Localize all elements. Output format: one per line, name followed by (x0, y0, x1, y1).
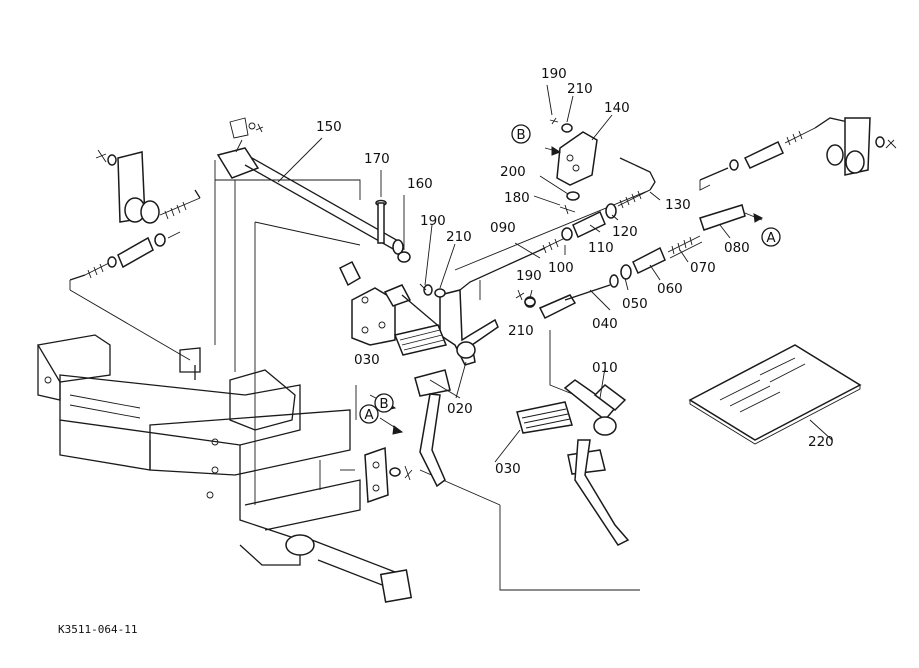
callout-080: 080 (724, 240, 750, 256)
callout-030-right: 030 (495, 461, 521, 477)
callout-labels: 150 170 160 190 210 090 100 110 120 130 … (316, 66, 834, 477)
pin-170 (375, 170, 411, 263)
callout-170: 170 (364, 151, 390, 167)
callout-060: 060 (657, 281, 683, 297)
rod-assembly-lower (524, 204, 764, 320)
callout-190-top: 190 (541, 66, 567, 82)
ref-b-lower: B (379, 396, 388, 412)
callout-090: 090 (490, 220, 516, 236)
ref-a-circle-lower (359, 404, 379, 424)
callout-leaders (277, 84, 833, 463)
callout-010: 010 (592, 360, 618, 376)
callout-210-top: 210 (567, 81, 593, 97)
pedal-020 (393, 289, 499, 488)
callout-100: 100 (548, 260, 574, 276)
small-fasteners (419, 283, 536, 307)
callout-130: 130 (665, 197, 691, 213)
manual-220 (688, 344, 862, 445)
callout-190-lower: 190 (516, 268, 542, 284)
callout-020: 020 (447, 401, 473, 417)
callout-070: 070 (690, 260, 716, 276)
callout-040: 040 (592, 316, 618, 332)
ref-a-lower: A (364, 407, 374, 423)
linkage-left (69, 149, 201, 281)
callout-120: 120 (612, 224, 638, 240)
callout-030-left: 030 (354, 352, 380, 368)
callout-190-center: 190 (420, 213, 446, 229)
frame-assembly (36, 334, 413, 603)
bracket-lower (355, 385, 413, 504)
callout-110: 110 (588, 240, 614, 256)
shaft-150 (216, 117, 404, 255)
ref-a-circle-right (761, 227, 781, 247)
callout-050: 050 (622, 296, 648, 312)
ref-b-circle-top (511, 124, 531, 144)
callout-160: 160 (407, 176, 433, 192)
callout-220: 220 (808, 434, 834, 450)
linkage-130 (699, 117, 897, 191)
pedal-010 (516, 379, 630, 546)
rod-assembly-upper (459, 157, 656, 291)
callout-210-center: 210 (446, 229, 472, 245)
ref-b-circle-lower (374, 393, 394, 413)
assembly-lines (69, 160, 651, 591)
ref-b-top: B (516, 127, 525, 143)
diagram-code: K3511-064-11 (58, 623, 137, 636)
pedal-bracket (339, 260, 456, 346)
callout-200: 200 (500, 164, 526, 180)
callout-180: 180 (504, 190, 530, 206)
callout-210-lower: 210 (508, 323, 534, 339)
ref-markers: B A B A (359, 124, 781, 424)
bracket-140 (544, 117, 598, 215)
callout-150: 150 (316, 119, 342, 135)
ref-a-right: A (766, 230, 776, 246)
callout-140: 140 (604, 100, 630, 116)
